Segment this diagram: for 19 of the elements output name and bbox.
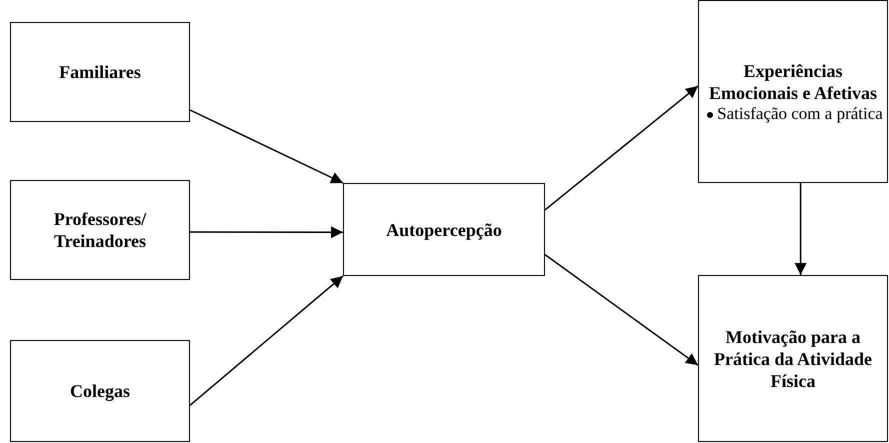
box-title: Experiências Emocionais e Afetivas [708, 60, 878, 104]
box-title: Familiares [59, 61, 141, 83]
process-box [10, 22, 190, 122]
process-box [343, 183, 545, 276]
box-title: Motivação para a Prática da Atividade Física [713, 326, 873, 392]
arrow [190, 109, 344, 184]
box-title: Colegas [70, 380, 130, 402]
arrow [794, 183, 807, 275]
process-box [10, 180, 190, 280]
arrow [544, 254, 698, 366]
arrow [190, 226, 343, 238]
bullet-text: Satisfação com a prática [717, 104, 883, 124]
box-title: Autopercepção [386, 218, 502, 240]
box-title: Professores/ Treinadores [52, 208, 148, 252]
arrow [190, 275, 344, 406]
process-box [698, 0, 888, 183]
process-box [10, 340, 190, 442]
process-box [698, 275, 888, 442]
arrow [544, 85, 698, 211]
